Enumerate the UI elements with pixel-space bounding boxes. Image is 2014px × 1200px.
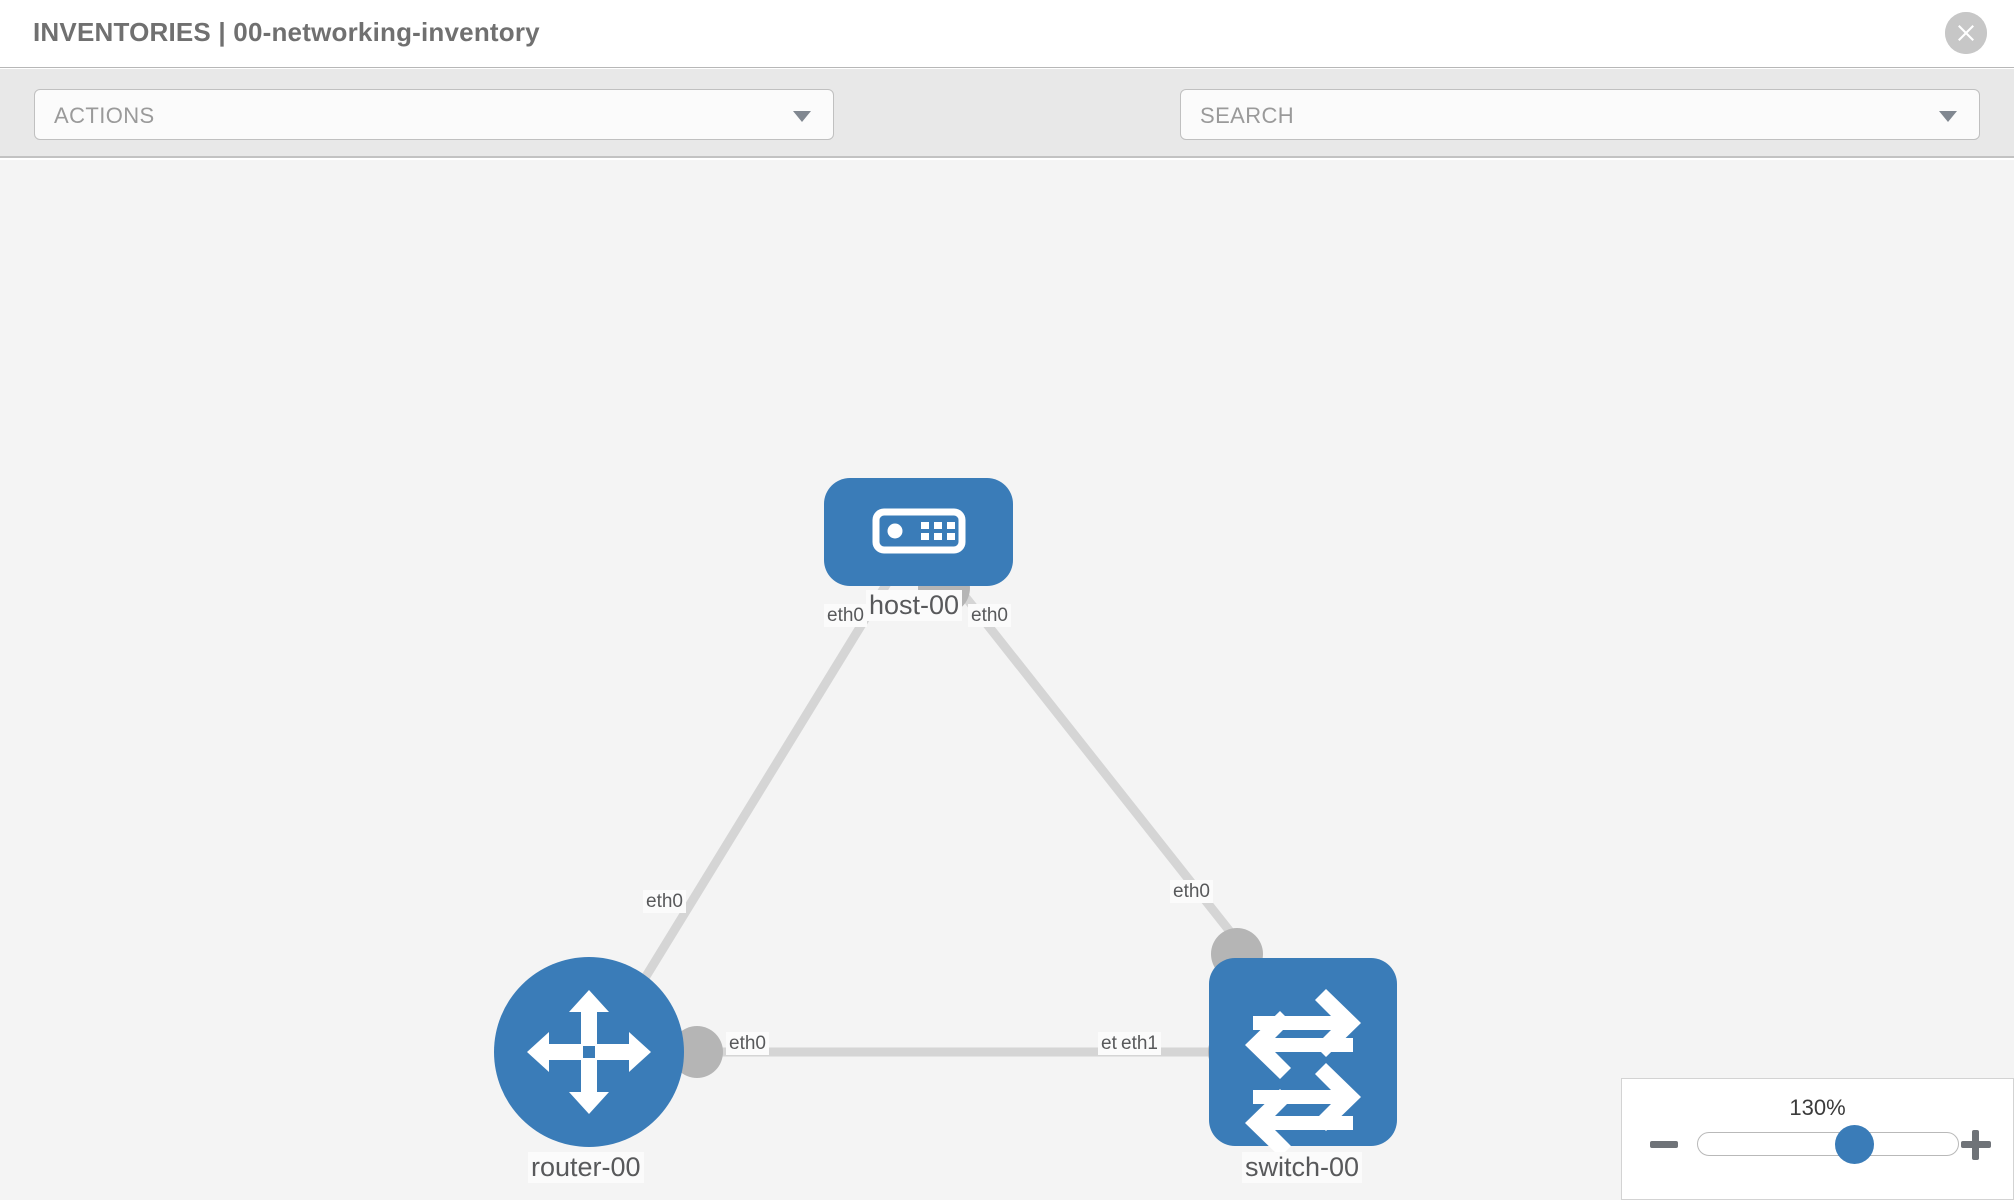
page-title: INVENTORIES | 00-networking-inventory: [33, 17, 540, 47]
port-label: eth0: [1170, 880, 1213, 903]
port-label: eth0: [726, 1032, 769, 1055]
zoom-level-label: 130%: [1789, 1095, 1846, 1120]
link-endpoints: [671, 562, 1263, 1078]
endpoint-dot[interactable]: [671, 1026, 723, 1078]
node-label-host-00: host-00: [866, 590, 963, 621]
node-host-00[interactable]: [824, 478, 1013, 586]
close-icon[interactable]: [1945, 12, 1987, 54]
port-label: eth0: [968, 604, 1011, 627]
node-label-switch-00: switch-00: [1242, 1152, 1363, 1183]
plus-icon[interactable]: [1959, 1127, 1993, 1161]
minus-icon[interactable]: [1648, 1127, 1682, 1161]
chevron-down-icon: [1939, 111, 1957, 122]
link-host-router[interactable]: [614, 577, 893, 1025]
page-header: INVENTORIES | 00-networking-inventory: [0, 0, 2014, 68]
actions-dropdown[interactable]: ACTIONS: [34, 89, 834, 140]
search-input[interactable]: SEARCH: [1180, 89, 1980, 140]
node-router-00[interactable]: [494, 957, 684, 1147]
actions-dropdown-label: ACTIONS: [54, 103, 155, 128]
link-host-switch[interactable]: [948, 577, 1266, 975]
zoom-slider[interactable]: [1697, 1125, 1959, 1164]
search-input-label: SEARCH: [1200, 103, 1295, 128]
zoom-control-panel: 130%: [1621, 1078, 2014, 1200]
port-label: eth0: [643, 890, 686, 913]
node-label-router-00: router-00: [528, 1152, 644, 1183]
port-label: eth0: [824, 604, 867, 627]
topology-graph: [494, 478, 1397, 1157]
router-icon: [527, 990, 651, 1114]
port-label: eth1: [1118, 1032, 1161, 1055]
toolbar: ACTIONS SEARCH: [0, 69, 2014, 200]
server-icon: [872, 508, 966, 554]
zoom-slider-thumb[interactable]: [1834, 1125, 1874, 1164]
node-switch-00[interactable]: [1209, 958, 1397, 1157]
chevron-down-icon: [793, 111, 811, 122]
topology-canvas[interactable]: eth0 host-00 eth0 eth0 eth0 eth0 eth0 et…: [0, 160, 2014, 1200]
switch-icon: [1245, 989, 1361, 1157]
topology-links: [614, 577, 1266, 1057]
